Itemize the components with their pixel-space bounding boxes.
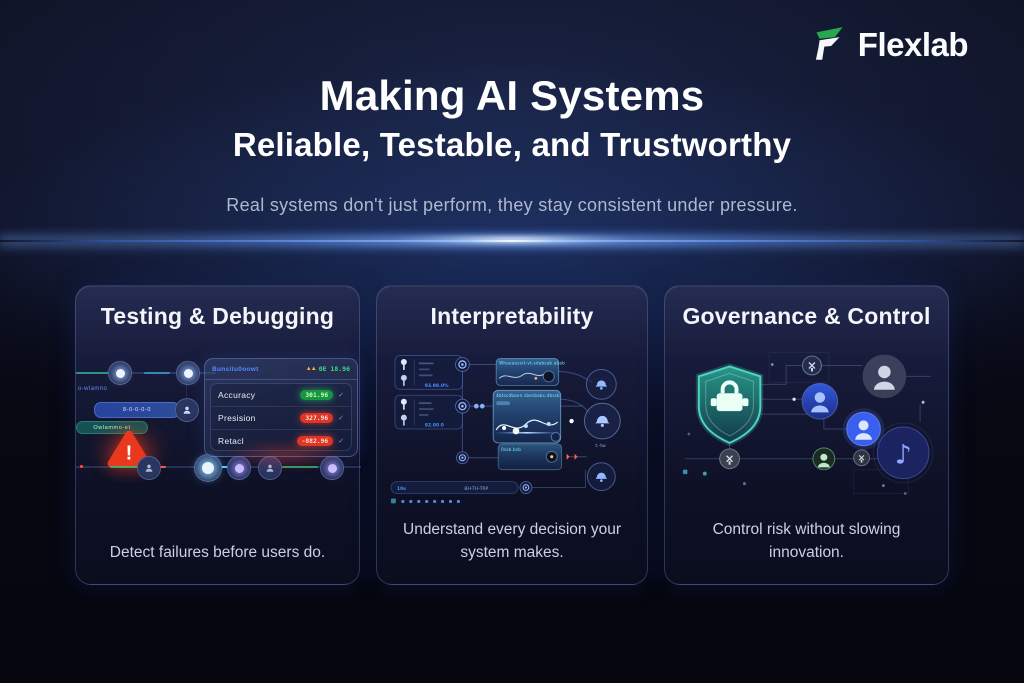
headline-line1: Making AI Systems	[319, 72, 705, 119]
metric-value-badge: 301.96	[300, 390, 334, 400]
pipeline-node-user	[137, 456, 161, 480]
row-status-icon: ✓	[338, 415, 344, 422]
security-shield	[695, 363, 764, 447]
metric-label: Retacl	[218, 436, 292, 446]
metric-value-badge: -882.96	[296, 436, 334, 446]
junction-nodes	[454, 357, 485, 465]
card-governance-control: Governance & Control	[664, 285, 949, 585]
alert-exclamation: !	[126, 442, 133, 464]
flow-diagram: 93.98.0% 92.00 0	[390, 355, 621, 504]
metric-value-badge: 327.96	[300, 413, 334, 423]
metrics-panel-title: Bunsitu0oowt	[212, 365, 259, 373]
pipeline-seg-green	[110, 466, 154, 468]
pipeline-seg-teal	[144, 372, 170, 374]
panel-metric-label: 92.00 0	[425, 423, 444, 429]
row-status-icon: ✓	[338, 437, 344, 445]
metric-row-precision: Presision 327.96 ✓	[211, 407, 351, 430]
warning-value: 0E 18.96	[318, 365, 350, 373]
pipeline-seg-green	[282, 466, 318, 468]
headline-line2: Reliable, Testable, and Trustworthy	[232, 126, 792, 163]
interpretability-illustration: 93.98.0% 92.00 0	[387, 344, 637, 514]
model-panel-mid: 4btscdbaen.sbesbabs.dbssb	[492, 389, 562, 444]
brand-name: Flexlab	[857, 26, 969, 63]
model-panel-header: 0ssb.bsb	[501, 447, 521, 452]
model-panel-header: Whaeaessrt-vt-sdabsab.abab	[499, 360, 565, 365]
metrics-panel: Bunsitu0oowt ▲▲ 0E 18.96 Accuracy 301.96…	[204, 358, 358, 470]
pipeline-dot-red	[80, 465, 83, 468]
metrics-panel-header: Bunsitu0oowt ▲▲ 0E 18.96	[205, 359, 357, 380]
feature-cards: Testing & Debugging o-wlamno 8-0-0-0-0 O…	[75, 285, 949, 585]
alert-triangle-icon: !	[107, 430, 151, 468]
light-streak-core	[389, 234, 635, 245]
card-title-governance: Governance & Control	[682, 303, 931, 329]
timeline-bar: 10s BH-TH-TRP	[390, 469, 586, 504]
policy-node-top	[802, 355, 822, 376]
pipeline-node	[108, 361, 132, 385]
user-icon	[266, 464, 274, 472]
member-circles: ♪	[801, 354, 934, 484]
panel-metric-label: 93.98.0%	[425, 383, 449, 389]
card-caption-governance: Control risk without slowing innovation.	[712, 521, 901, 561]
metric-row-recall: Retacl -882.96 ✓	[211, 430, 351, 452]
user-icon	[145, 464, 153, 472]
pipeline-tag: o-wlamno	[78, 386, 108, 392]
brand-logo: Flexlab	[807, 24, 969, 66]
card-caption-testing: Detect failures before users do.	[109, 543, 326, 561]
timeline-label: 10s	[397, 486, 406, 492]
governance-illustration: ♪	[675, 344, 938, 514]
metric-label: Presision	[218, 413, 256, 423]
card-interpretability: Interpretability	[375, 285, 649, 585]
input-panel-bottom: 92.00 0	[394, 394, 463, 430]
output-circles: t.-tw	[569, 368, 621, 492]
input-panel-top: 93.98.0%	[394, 355, 463, 390]
circle-label: t.-tw	[595, 443, 606, 449]
pipeline-node-user	[175, 398, 199, 422]
model-panel-top: Whaeaessrt-vt-sdabsab.abab	[495, 358, 565, 386]
card-caption-interpretability: Understand every decision your system ma…	[403, 521, 621, 561]
headline: Making AI Systems Reliable, Testable, an…	[0, 72, 1024, 164]
model-panel-header: 4btscdbaen.sbesbabs.dbssb	[496, 393, 560, 398]
card-title-interpretability: Interpretability	[430, 303, 594, 329]
warning-triangles-icon: ▲▲	[305, 366, 317, 372]
testing-illustration: o-wlamno 8-0-0-0-0 Owlammo-et !	[76, 344, 361, 514]
pipeline-node	[176, 361, 200, 385]
metrics-red-glow	[225, 440, 345, 470]
pipeline-seg-red	[158, 466, 166, 468]
lock-icon	[710, 380, 749, 412]
subheadline: Real systems don't just perform, they st…	[226, 195, 798, 215]
metric-label: Accuracy	[218, 390, 256, 400]
card-title-testing: Testing & Debugging	[100, 303, 335, 329]
governance-diagram: ♪	[682, 352, 934, 495]
metric-row-accuracy: Accuracy 301.96 ✓	[211, 384, 351, 407]
test-step-pill-teal: Owlammo-et	[76, 421, 148, 434]
music-note-icon: ♪	[895, 440, 912, 471]
metrics-rows: Accuracy 301.96 ✓ Presision 327.96 ✓ Ret…	[210, 383, 352, 451]
pipeline-seg-cyan	[220, 466, 232, 468]
pipeline-seg-green	[76, 372, 122, 374]
user-icon	[183, 406, 191, 414]
pipeline-node-active	[194, 454, 222, 482]
test-step-pill-blue: 8-0-0-0-0	[94, 402, 180, 418]
model-panel-bottom: 0ssb.bsb	[497, 443, 578, 471]
card-testing-debugging: Testing & Debugging o-wlamno 8-0-0-0-0 O…	[75, 285, 361, 585]
timeline-text: BH-TH-TRP	[464, 486, 488, 492]
row-status-icon: ✓	[338, 392, 344, 399]
pipeline-vline	[186, 372, 187, 410]
metrics-warning: ▲▲ 0E 18.96	[306, 365, 350, 373]
flexlab-logo-icon	[815, 27, 843, 60]
bottom-nodes	[719, 447, 871, 471]
decorative-dots	[682, 363, 925, 495]
